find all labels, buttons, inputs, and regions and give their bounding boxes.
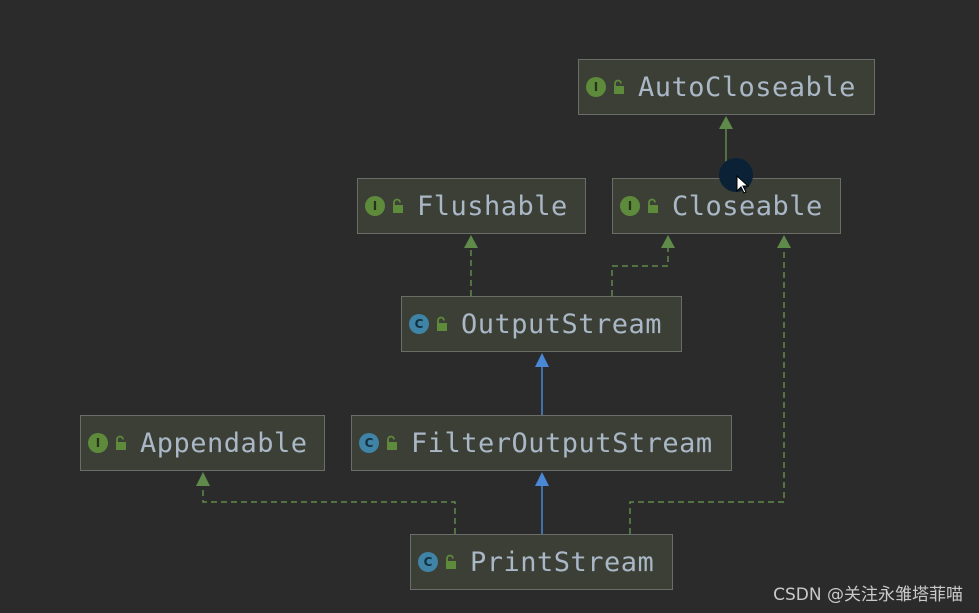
edge-printstream-closeable (629, 247, 785, 534)
public-lock-icon (446, 554, 456, 569)
public-lock-icon (614, 79, 624, 94)
abstract-class-icon: C (409, 314, 429, 334)
mouse-pointer-icon (736, 175, 750, 194)
class-icon: C (418, 552, 438, 572)
arrowhead-outputstream (535, 353, 549, 367)
node-printstream[interactable]: C PrintStream (410, 534, 673, 590)
node-flushable[interactable]: I Flushable (357, 178, 586, 234)
interface-icon: I (88, 433, 108, 453)
node-label: FilterOutputStream (411, 427, 713, 459)
node-appendable[interactable]: I Appendable (80, 415, 325, 471)
public-lock-icon (116, 435, 126, 450)
arrowhead-closeable-from-printstream (777, 235, 791, 248)
class-icon: C (359, 433, 379, 453)
public-lock-icon (648, 198, 658, 213)
arrowhead-autocloseable (719, 116, 733, 129)
edge-printstream-appendable (202, 485, 456, 534)
arrowhead-appendable (196, 472, 210, 486)
public-lock-icon (393, 198, 403, 213)
public-lock-icon (387, 435, 397, 450)
edge-outputstream-closeable (611, 247, 669, 296)
node-filteroutputstream[interactable]: C FilterOutputStream (351, 415, 732, 471)
arrowhead-flushable (464, 235, 478, 248)
interface-icon: I (365, 196, 385, 216)
interface-icon: I (620, 196, 640, 216)
node-label: AutoCloseable (638, 71, 856, 103)
node-autocloseable[interactable]: I AutoCloseable (578, 59, 875, 115)
node-outputstream[interactable]: C OutputStream (401, 296, 682, 352)
node-label: Closeable (672, 190, 823, 222)
watermark: CSDN @关注永雏塔菲喵 (773, 585, 963, 605)
node-label: OutputStream (461, 308, 663, 340)
public-lock-icon (437, 316, 447, 331)
node-label: Appendable (140, 427, 308, 459)
interface-icon: I (586, 77, 606, 97)
arrowhead-filteroutputstream (535, 472, 549, 486)
node-label: PrintStream (470, 546, 655, 578)
node-label: Flushable (417, 190, 568, 222)
arrowhead-closeable-from-outputstream (661, 235, 675, 248)
